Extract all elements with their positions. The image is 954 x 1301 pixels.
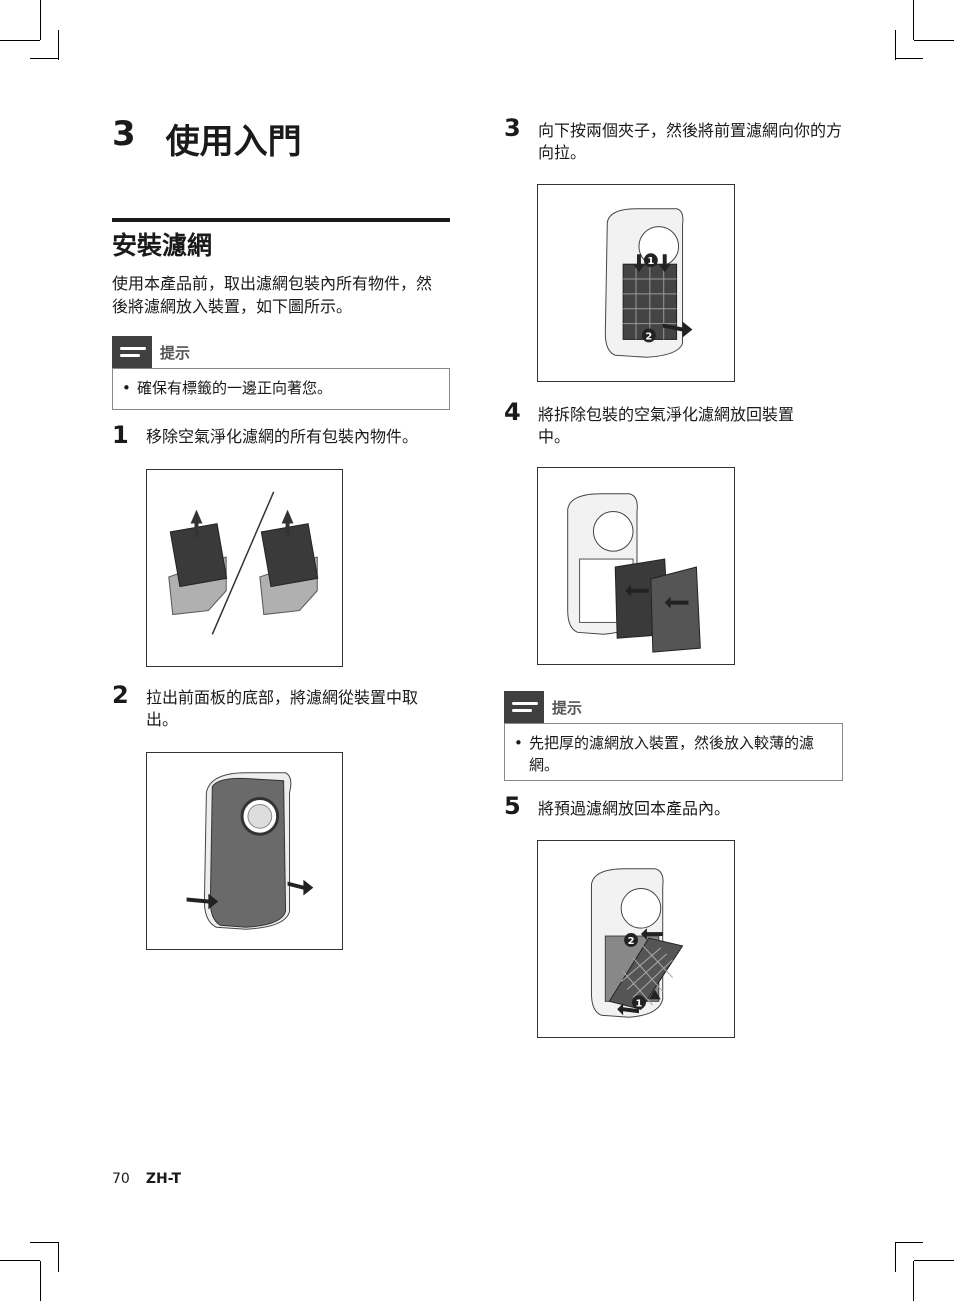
- section-title: 安裝濾網: [112, 231, 213, 260]
- crop-mark: [58, 30, 59, 60]
- crop-mark: [0, 1260, 40, 1261]
- note-header: 提示: [112, 336, 190, 368]
- marker-1: 1: [647, 256, 654, 267]
- chapter-title: 使用入門: [165, 122, 302, 162]
- page-number: 70: [112, 1171, 130, 1187]
- note-text: 先把厚的濾網放入裝置，然後放入較薄的濾網。: [529, 734, 815, 774]
- figure-remove-front-panel: [146, 752, 343, 950]
- chapter-heading: 3 使用入門: [112, 114, 302, 163]
- figure-insert-filters: [537, 467, 735, 665]
- figure-pull-prefilter: 1 2: [537, 184, 735, 382]
- note-label: 提示: [552, 698, 583, 717]
- crop-mark: [895, 30, 896, 60]
- language-code: ZH-T: [145, 1171, 181, 1187]
- figure-remove-packaging: [146, 469, 343, 667]
- crop-mark: [895, 1242, 923, 1243]
- step-number: 2: [112, 681, 129, 709]
- step-text: 向下按兩個夾子，然後將前置濾網向你的方向拉。: [538, 121, 843, 162]
- note-bullet: •: [514, 734, 523, 752]
- section-rule: [112, 218, 450, 222]
- section-intro: 使用本產品前，取出濾網包裝內所有物件，然後將濾網放入裝置，如下圖所示。: [112, 274, 433, 316]
- crop-mark: [30, 58, 58, 59]
- marker-2: 2: [645, 331, 652, 342]
- crop-mark: [913, 0, 914, 40]
- step-text: 移除空氣淨化濾網的所有包裝內物件。: [146, 427, 419, 446]
- step-number: 4: [504, 398, 521, 426]
- marker-2: 2: [628, 936, 635, 947]
- marker-1: 1: [636, 998, 643, 1009]
- crop-mark: [895, 58, 923, 59]
- step-text: 將預過濾網放回本產品內。: [538, 799, 731, 818]
- crop-mark: [30, 1242, 58, 1243]
- note-text: 確保有標籤的一邊正向著您。: [137, 379, 333, 397]
- step-number: 5: [504, 792, 521, 820]
- crop-mark: [0, 40, 40, 41]
- step-number: 1: [112, 421, 129, 449]
- note-header: 提示: [504, 691, 582, 723]
- crop-mark: [58, 1242, 59, 1272]
- note-box: • 先把厚的濾網放入裝置，然後放入較薄的濾網。: [504, 723, 843, 781]
- crop-mark: [895, 1242, 896, 1272]
- step-text: 拉出前面板的底部，將濾網從裝置中取出。: [146, 688, 419, 729]
- figure-replace-prefilter: 2 1: [537, 840, 735, 1038]
- step-number: 3: [504, 114, 521, 142]
- note-label: 提示: [160, 343, 191, 362]
- crop-mark: [40, 0, 41, 40]
- crop-mark: [40, 1261, 41, 1301]
- note-bullet: •: [122, 379, 131, 397]
- note-icon: [504, 691, 544, 723]
- note-icon: [112, 336, 152, 368]
- crop-mark: [914, 1260, 954, 1261]
- chapter-number: 3: [112, 114, 136, 154]
- crop-mark: [914, 40, 954, 41]
- page-footer: 70 ZH-T: [112, 1171, 181, 1187]
- crop-mark: [913, 1261, 914, 1301]
- step-text: 將拆除包裝的空氣淨化濾網放回裝置中。: [538, 405, 795, 446]
- note-box: • 確保有標籤的一邊正向著您。: [112, 368, 450, 410]
